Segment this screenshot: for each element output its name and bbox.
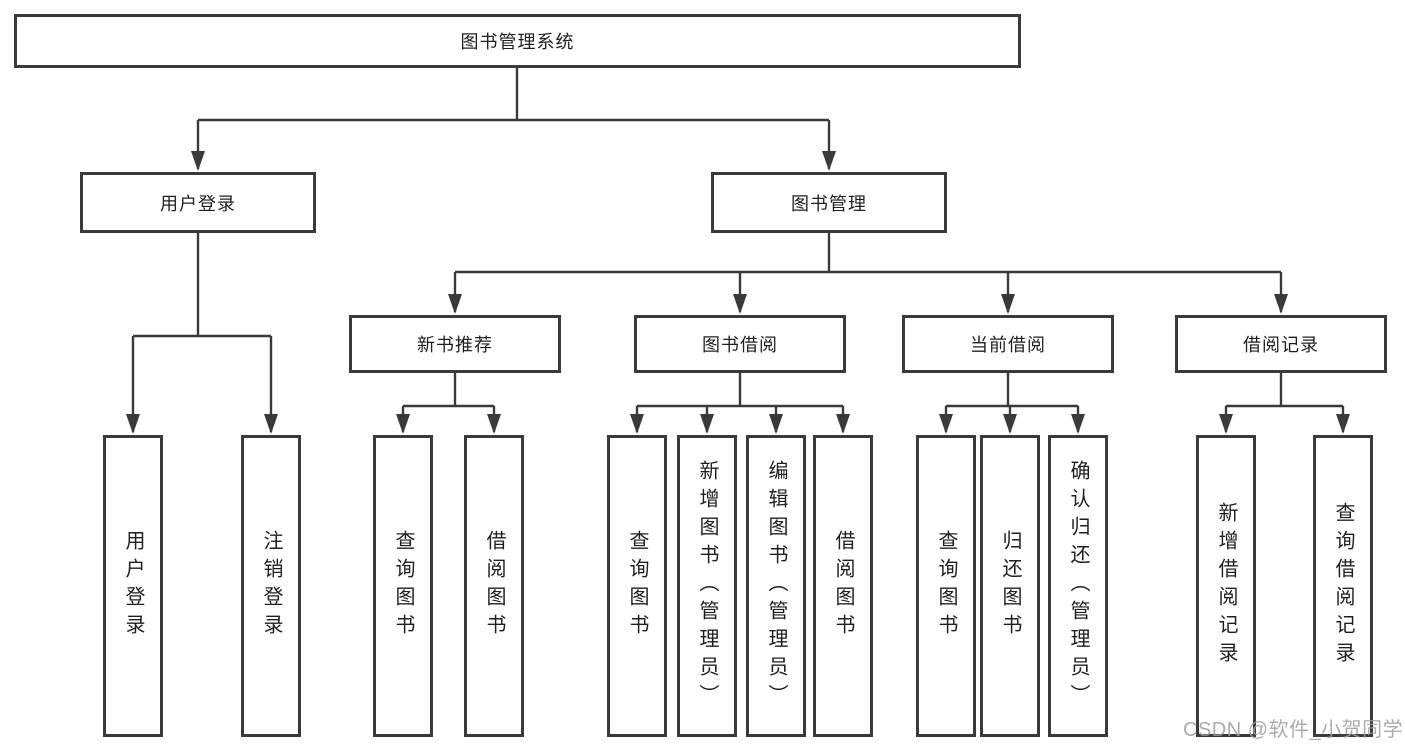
leaf-borrow-books-1: 借阅图书 [464, 435, 524, 737]
leaf-return-books: 归还图书 [980, 435, 1040, 737]
node-label: 图书管理 [791, 193, 867, 214]
node-user-login: 用户登录 [80, 172, 316, 233]
node-label: 借阅记录 [1243, 335, 1319, 355]
leaf-query-books-3: 查询图书 [916, 435, 976, 737]
leaf-query-books-2: 查询图书 [607, 435, 667, 737]
leaf-label: 归还图书 [999, 530, 1021, 642]
leaf-label: 注销登录 [260, 530, 282, 642]
leaf-confirm-return-admin: 确认归还（管理员） [1048, 435, 1108, 737]
leaf-label: 编辑图书（管理员） [765, 460, 787, 712]
leaf-label: 查询图书 [626, 530, 648, 642]
leaf-user-login: 用户登录 [103, 435, 163, 737]
leaf-label: 查询借阅记录 [1332, 502, 1354, 670]
csdn-watermark: CSDN @软件_小贺同学 [1183, 719, 1404, 741]
leaf-label: 借阅图书 [832, 530, 854, 642]
node-label: 图书管理系统 [460, 32, 575, 52]
node-library-management-system: 图书管理系统 [14, 14, 1021, 68]
leaf-query-borrow-record: 查询借阅记录 [1313, 435, 1373, 737]
leaf-label: 查询图书 [392, 530, 414, 642]
node-book-management: 图书管理 [711, 172, 947, 233]
node-borrow-records: 借阅记录 [1175, 315, 1387, 373]
leaf-label: 用户登录 [122, 530, 144, 642]
leaf-logout: 注销登录 [241, 435, 301, 737]
leaf-edit-book-admin: 编辑图书（管理员） [746, 435, 806, 737]
leaf-label: 查询图书 [935, 530, 957, 642]
leaf-add-borrow-record: 新增借阅记录 [1196, 435, 1256, 737]
leaf-label: 新增借阅记录 [1215, 502, 1237, 670]
leaf-add-book-admin: 新增图书（管理员） [677, 435, 737, 737]
node-book-borrow: 图书借阅 [634, 315, 846, 373]
node-label: 当前借阅 [970, 335, 1046, 355]
node-label: 新书推荐 [417, 335, 493, 355]
leaf-borrow-books-2: 借阅图书 [813, 435, 873, 737]
node-label: 图书借阅 [702, 335, 778, 355]
node-new-book-recommend: 新书推荐 [349, 315, 561, 373]
node-current-borrow: 当前借阅 [902, 315, 1114, 373]
node-label: 用户登录 [160, 193, 236, 214]
leaf-label: 确认归还（管理员） [1067, 460, 1089, 712]
leaf-label: 新增图书（管理员） [696, 460, 718, 712]
leaf-query-books-1: 查询图书 [373, 435, 433, 737]
leaf-label: 借阅图书 [483, 530, 505, 642]
